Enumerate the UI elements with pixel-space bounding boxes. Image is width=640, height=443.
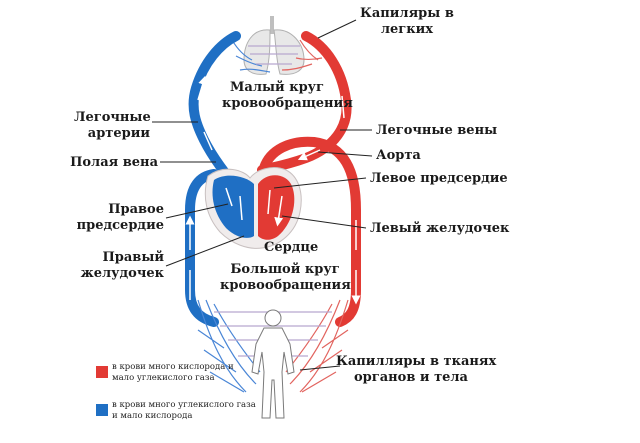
human-body-icon [251, 309, 295, 419]
right-atrium-label: Правое предсердие [76, 202, 164, 233]
heart-icon [204, 167, 302, 249]
lung-capillaries-label: Капиляры в легких [360, 6, 454, 37]
lungs-icon [243, 16, 305, 75]
leader-lines [152, 19, 373, 371]
legend-co2-swatch [96, 404, 108, 416]
lung-capillaries [231, 39, 323, 73]
pulmonary-arteries-label: Легочные артерии [74, 110, 151, 141]
tissue-capillaries-label: Капилляры в тканях органов и тела [336, 354, 497, 385]
pulmonary-circuit-label: Малый круг кровообращения [222, 80, 353, 111]
legend-co2-text: в крови много углекислого газа и мало ки… [112, 400, 256, 421]
legend-oxygen-swatch [96, 366, 108, 378]
left-atrium-label: Левое предсердие [370, 171, 508, 186]
vena-cava-label: Полая вена [70, 155, 158, 170]
aorta-vessel [259, 136, 361, 327]
legend-oxygen-text: в крови много кислорода и мало углекисло… [112, 362, 234, 383]
left-ventricle-label: Левый желудочек [370, 221, 510, 236]
pulmonary-veins-label: Легочные вены [376, 123, 498, 138]
heart-label: Сердце [264, 240, 319, 255]
right-ventricle-label: Правый желудочек [80, 250, 164, 281]
systemic-circuit-label: Большой круг кровообращения [220, 262, 351, 293]
aorta-label: Аорта [376, 148, 421, 163]
